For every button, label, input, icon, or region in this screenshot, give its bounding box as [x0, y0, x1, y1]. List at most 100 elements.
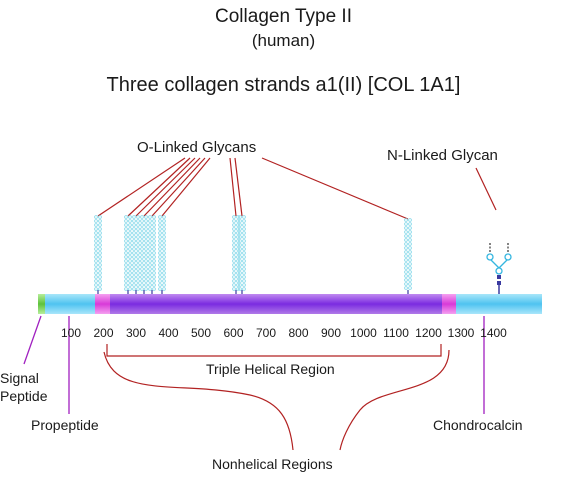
glycan-unit	[136, 243, 140, 247]
glycan-unit	[242, 271, 246, 275]
glycan-unit	[124, 275, 128, 279]
triple-helical-label: Triple Helical Region	[206, 361, 335, 377]
glycan-unit	[98, 275, 102, 279]
glycan-unit	[98, 271, 102, 275]
glycan-unit	[232, 263, 236, 267]
axis-tick-label: 1300	[447, 326, 475, 340]
glycan-unit	[162, 231, 166, 235]
glycan-unit	[408, 270, 412, 274]
glycan-unit	[404, 270, 408, 274]
glycan-unit	[408, 266, 412, 270]
signal-label-line2: Peptide	[0, 388, 48, 404]
glycan-unit	[238, 215, 242, 219]
glycan-unit	[136, 235, 140, 239]
axis-tick-label: 1100	[383, 326, 409, 340]
glycan-unit	[236, 215, 240, 219]
glycan-unit	[232, 251, 236, 255]
strands-heading: Three collagen strands a1(II) [COL 1A1]	[106, 74, 461, 96]
glycan-unit	[162, 235, 166, 239]
glycan-unit	[232, 287, 236, 291]
glycan-unit	[404, 222, 408, 226]
glycan-unit	[124, 227, 128, 231]
glycan-unit	[408, 234, 412, 238]
glycan-unit	[148, 263, 152, 267]
glycan-unit	[124, 215, 128, 219]
glycan-unit	[94, 255, 98, 259]
glycan-unit	[132, 251, 136, 255]
glycan-unit	[98, 255, 102, 259]
glycan-unit	[152, 255, 156, 259]
glycan-unit	[98, 215, 102, 219]
glycan-unit	[124, 239, 128, 243]
glycan-unit	[238, 275, 242, 279]
glycan-unit	[232, 219, 236, 223]
glycan-unit	[128, 223, 132, 227]
glycan-unit	[158, 271, 162, 275]
glycan-unit	[158, 267, 162, 271]
glycan-unit	[144, 263, 148, 267]
glycan-unit	[236, 267, 240, 271]
axis-tick-label: 500	[190, 326, 212, 340]
glycan-unit	[148, 255, 152, 259]
n-linked-callout-line	[475, 167, 497, 211]
glycan-unit	[132, 267, 136, 271]
glycan-unit	[162, 243, 166, 247]
glycan-unit	[140, 287, 144, 291]
glycan-unit	[144, 227, 148, 231]
glycan-unit	[404, 274, 408, 278]
glycan-unit	[140, 239, 144, 243]
glycan-unit	[152, 231, 156, 235]
glycan-unit	[242, 279, 246, 283]
glycan-unit	[232, 275, 236, 279]
glycan-unit	[140, 235, 144, 239]
o-linked-glycans-label: O-Linked Glycans	[137, 139, 257, 156]
glycan-unit	[152, 263, 156, 267]
glycan-unit	[232, 231, 236, 235]
glycan-unit	[162, 239, 166, 243]
glycan-unit	[94, 215, 98, 219]
glycan-unit	[94, 247, 98, 251]
glycan-unit	[158, 243, 162, 247]
glycan-unit	[98, 279, 102, 283]
glycan-unit	[232, 279, 236, 283]
glycan-unit	[232, 215, 236, 219]
glycan-unit	[242, 223, 246, 227]
glycan-unit	[238, 263, 242, 267]
glycan-unit	[148, 283, 152, 287]
axis-tick-label: 1200	[415, 326, 442, 340]
glycan-unit	[124, 287, 128, 291]
glycan-unit	[232, 259, 236, 263]
glycan-unit	[158, 255, 162, 259]
glycan-unit	[236, 239, 240, 243]
glycan-unit	[242, 243, 246, 247]
glycan-unit	[124, 263, 128, 267]
glycan-unit	[128, 243, 132, 247]
glycan-unit	[162, 219, 166, 223]
glycan-unit	[128, 231, 132, 235]
glycan-unit	[232, 243, 236, 247]
glycan-unit	[232, 247, 236, 251]
glycan-unit	[408, 282, 412, 286]
glycan-unit	[136, 259, 140, 263]
glycan-unit	[238, 283, 242, 287]
propeptide-segment	[45, 294, 95, 314]
glycan-unit	[152, 251, 156, 255]
glycan-unit	[236, 251, 240, 255]
glycan-unit	[152, 267, 156, 271]
glycan-unit	[236, 231, 240, 235]
glycan-unit	[408, 278, 412, 282]
glycan-unit	[136, 223, 140, 227]
glycan-unit	[162, 215, 166, 219]
glycan-unit	[136, 219, 140, 223]
glycan-unit	[238, 239, 242, 243]
glycan-unit	[238, 235, 242, 239]
glycan-unit	[144, 267, 148, 271]
glycan-unit	[124, 251, 128, 255]
glycan-unit	[148, 215, 152, 219]
glycan-unit	[140, 227, 144, 231]
glycan-unit	[144, 259, 148, 263]
glycan-unit	[124, 271, 128, 275]
glycan-unit	[132, 279, 136, 283]
glycan-unit	[238, 259, 242, 263]
triple-helical-segment	[110, 294, 442, 314]
